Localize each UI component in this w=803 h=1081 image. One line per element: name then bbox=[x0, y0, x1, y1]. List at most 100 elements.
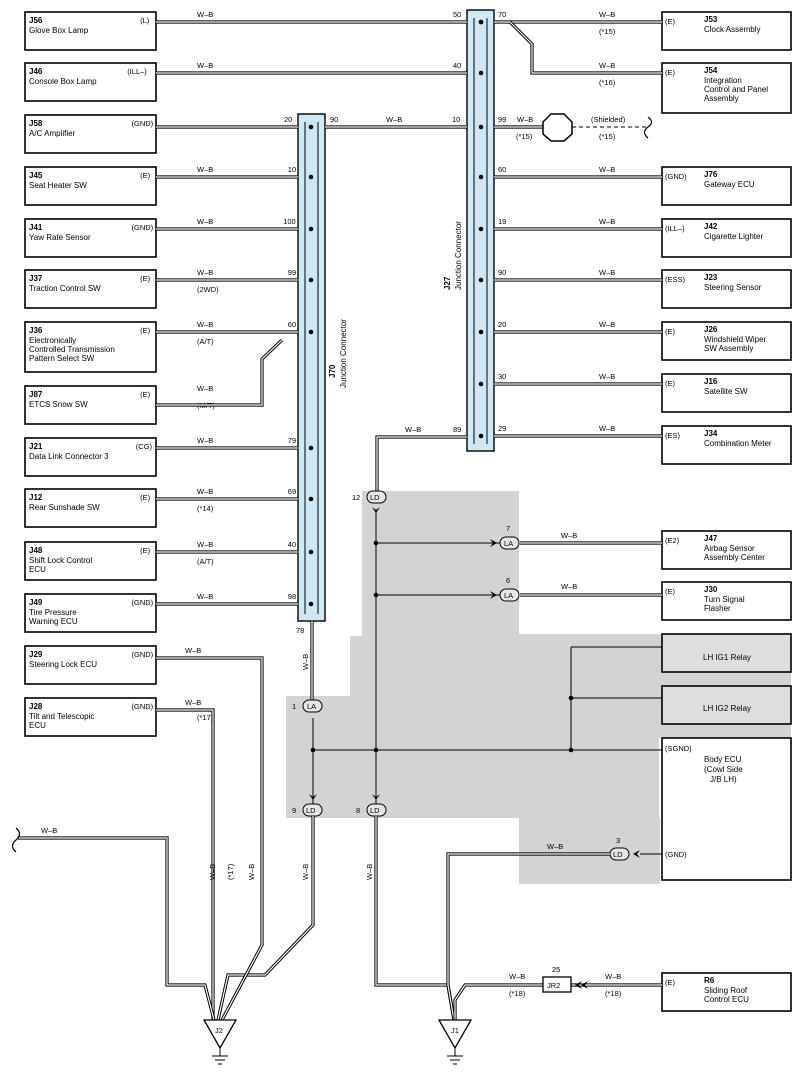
connector-la1: LA 1 bbox=[292, 699, 323, 713]
svg-text:1: 1 bbox=[292, 702, 296, 711]
component-name: Satellite SW bbox=[704, 387, 748, 396]
svg-text:9: 9 bbox=[292, 806, 296, 815]
component-id: J49 bbox=[29, 598, 43, 607]
wire-label: W–B bbox=[561, 582, 577, 591]
svg-text:J1: J1 bbox=[451, 1026, 459, 1035]
component-id: J21 bbox=[29, 442, 43, 451]
wire-label: W–B bbox=[197, 540, 213, 549]
component-name: Seat Heater SW bbox=[29, 181, 87, 190]
component-name: Tilt and Telescopic bbox=[29, 712, 94, 721]
j27-pin: 90 bbox=[498, 268, 506, 277]
wire-label: W–B bbox=[599, 10, 615, 19]
component-name: Control ECU bbox=[704, 995, 749, 1004]
connector-ld12: LD 12 bbox=[352, 490, 387, 513]
wire-label: W–B bbox=[517, 115, 533, 124]
j27-pin-40: 40 bbox=[453, 61, 461, 70]
connector-jr2 bbox=[542, 976, 572, 993]
component-id: J53 bbox=[704, 15, 718, 24]
j27-pin: 70 bbox=[498, 10, 506, 19]
wire-label: W–B bbox=[599, 320, 615, 329]
j70-pin: 10 bbox=[288, 165, 296, 174]
component-name: Control and Panel bbox=[704, 85, 768, 94]
component-id: J58 bbox=[29, 119, 43, 128]
j70-label: Junction Connector bbox=[339, 319, 348, 388]
signal-label: (E) bbox=[665, 327, 676, 336]
note-15b: (*15) bbox=[599, 132, 616, 141]
signal-label: (GND) bbox=[132, 650, 154, 659]
j70-pin: 99 bbox=[288, 268, 296, 277]
component-id: J16 bbox=[704, 377, 718, 386]
ground-j2: J2 bbox=[202, 1019, 238, 1065]
component-id: J23 bbox=[704, 273, 718, 282]
wire-label: W–B bbox=[599, 424, 615, 433]
wire-label: W–B bbox=[599, 372, 615, 381]
wire-label: W–B bbox=[197, 165, 213, 174]
j27-pin: 19 bbox=[498, 217, 506, 226]
svg-text:LA: LA bbox=[504, 539, 513, 548]
j70-pin-20: 20 bbox=[284, 115, 292, 124]
body-ecu-sgnd: (SGND) bbox=[665, 744, 692, 753]
component-name: Cigarette Lighter bbox=[704, 232, 763, 241]
connector-ld9: LD 9 bbox=[292, 794, 323, 817]
component-name: Clock Assembly bbox=[704, 25, 760, 34]
lh-ig2-relay bbox=[661, 685, 792, 725]
signal-label: (E) bbox=[140, 274, 151, 283]
wire-label: W–B bbox=[301, 654, 310, 670]
relay-label: LH IG2 Relay bbox=[703, 704, 751, 713]
body-ecu-name: Body ECU bbox=[704, 755, 742, 764]
component-name: Yaw Rate Sensor bbox=[29, 233, 91, 242]
component-name: ETCS Snow SW bbox=[29, 400, 88, 409]
j27-pin-10: 10 bbox=[452, 115, 460, 124]
component-name: Assembly Center bbox=[704, 553, 765, 562]
note-18b: (*18) bbox=[605, 989, 622, 998]
wire-label: W–B bbox=[405, 425, 421, 434]
note-label: (*14) bbox=[197, 504, 214, 513]
component-id: J41 bbox=[29, 223, 43, 232]
body-ecu-gnd: (GND) bbox=[665, 850, 687, 859]
connector-jr2-pin: 25 bbox=[552, 965, 560, 974]
connector-la7: LA 7 bbox=[490, 524, 520, 550]
signal-label: (CG) bbox=[136, 442, 153, 451]
component-name: Integration bbox=[704, 76, 742, 85]
signal-label: (E) bbox=[665, 68, 676, 77]
j27-label: Junction Connector bbox=[454, 221, 463, 290]
component-id: J76 bbox=[704, 170, 718, 179]
wire-label: W–B bbox=[197, 320, 213, 329]
j70-pin: 98 bbox=[288, 592, 296, 601]
component-id: J56 bbox=[29, 16, 43, 25]
j70-pin: 40 bbox=[288, 540, 296, 549]
signal-label: (E) bbox=[140, 493, 151, 502]
component-name: Controlled Transmission bbox=[29, 345, 115, 354]
svg-text:LA: LA bbox=[307, 702, 316, 711]
component-name: Electronically bbox=[29, 336, 76, 345]
j27-pin-99: 99 bbox=[498, 115, 506, 124]
wire-label: W–B bbox=[185, 698, 201, 707]
svg-text:7: 7 bbox=[506, 524, 510, 533]
wire-label: W–B bbox=[599, 61, 615, 70]
svg-text:J2: J2 bbox=[215, 1026, 223, 1035]
component-name: ECU bbox=[29, 721, 46, 730]
component-name: Combination Meter bbox=[704, 439, 772, 448]
wire-label: W–B bbox=[301, 864, 310, 880]
connector-ld8: LD 8 bbox=[356, 794, 387, 817]
wire-label: W–B bbox=[547, 842, 563, 851]
signal-label: (E) bbox=[140, 171, 151, 180]
component-name: Data Link Connector 3 bbox=[29, 452, 109, 461]
relay-label: LH IG1 Relay bbox=[703, 653, 751, 662]
component-id: J54 bbox=[704, 66, 718, 75]
signal-label: (GND) bbox=[665, 172, 687, 181]
j70-pin-90: 90 bbox=[330, 115, 338, 124]
signal-label: (E) bbox=[665, 587, 676, 596]
svg-text:3: 3 bbox=[616, 836, 620, 845]
body-ecu-name: (Cowl Side bbox=[704, 765, 743, 774]
